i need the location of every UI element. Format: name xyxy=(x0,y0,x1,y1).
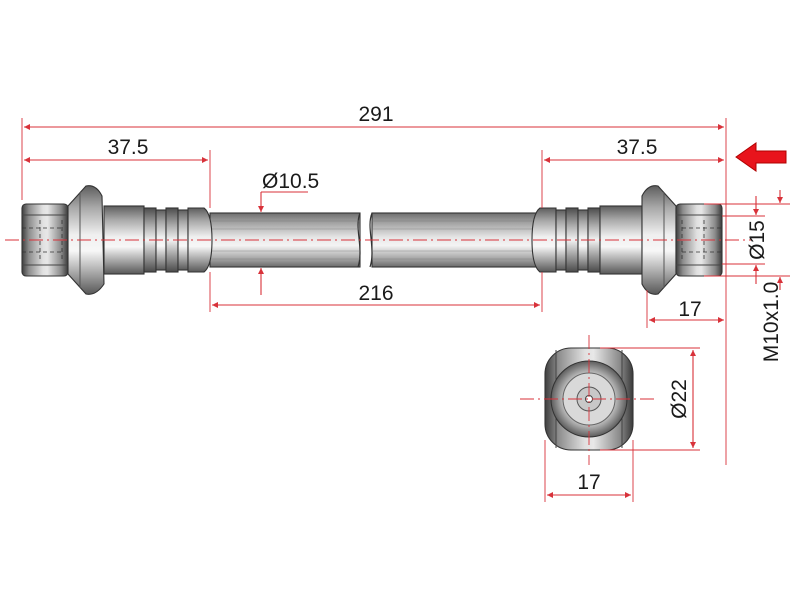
left-fitting xyxy=(21,185,213,295)
nut-width-label: 17 xyxy=(577,471,600,494)
overall-length-label: 291 xyxy=(358,103,393,126)
arrow-left-icon xyxy=(735,142,787,172)
right-nut-length-label: 17 xyxy=(678,298,701,321)
nut-end-view xyxy=(520,335,658,465)
nut-end-dimensions xyxy=(544,347,700,502)
right-fitting-length-label: 37.5 xyxy=(617,136,658,159)
hose-diameter-label: Ø10.5 xyxy=(262,170,319,193)
hose-body xyxy=(209,212,543,268)
thread-label: M10x1.0 xyxy=(760,282,783,363)
extension-lines xyxy=(21,118,790,465)
dimension-lines xyxy=(24,124,783,323)
nut-diameter-label: Ø22 xyxy=(668,379,691,419)
hose-length-label: 216 xyxy=(358,282,393,305)
fitting-diameter-label: Ø15 xyxy=(746,220,769,260)
left-fitting-length-label: 37.5 xyxy=(108,136,149,159)
